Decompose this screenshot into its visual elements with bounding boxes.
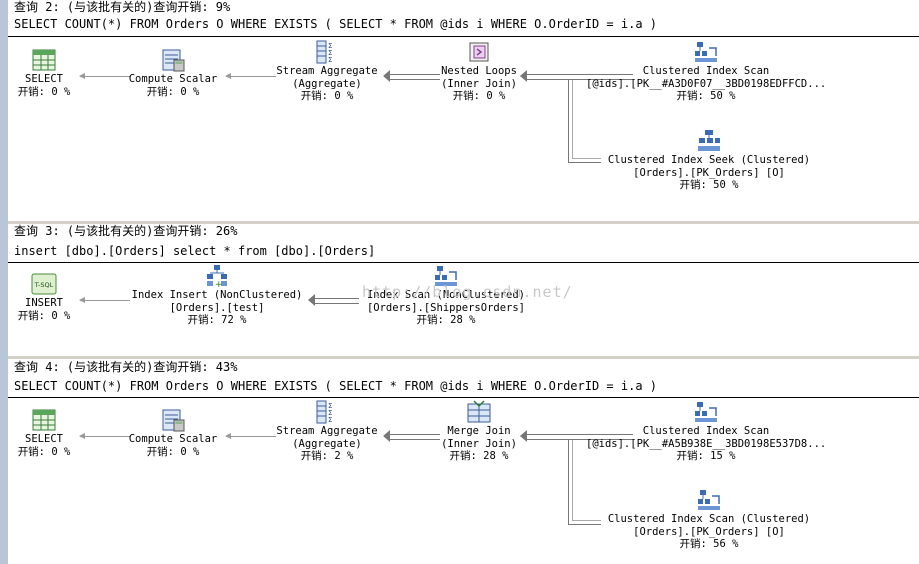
node-insert[interactable]: T-SQL INSERT 开销: 0 % — [12, 272, 76, 322]
flow-arrow-thick — [383, 70, 440, 82]
query-title: 查询 2: (与该批有关的)查询开销: 9% — [14, 0, 231, 14]
svg-text:Σ: Σ — [328, 416, 332, 424]
flow-arrow-thick — [308, 294, 359, 306]
node-stream-aggregate[interactable]: Σ Σ Σ Stream Aggregate (Aggregate) 开销: 2… — [276, 400, 378, 462]
stream-aggregate-icon: Σ Σ Σ — [316, 40, 332, 64]
query-plan-2: 查询 2: (与该批有关的)查询开销: 9% SELECT COUNT(*) F… — [8, 0, 919, 221]
section-separator — [8, 356, 919, 359]
clustered-index-seek-icon — [698, 130, 720, 151]
node-select[interactable]: SELECT 开销: 0 % — [12, 48, 76, 98]
select-result-icon — [32, 409, 56, 431]
node-index-scan[interactable]: Index Scan (NonClustered) [Orders].[Ship… — [360, 264, 532, 327]
flow-elbow — [568, 440, 601, 525]
node-stream-aggregate[interactable]: Σ Σ Σ Stream Aggregate (Aggregate) 开销: 0… — [276, 40, 378, 102]
svg-text:T-SQL: T-SQL — [34, 281, 54, 289]
compute-scalar-icon — [162, 409, 185, 432]
node-clustered-index-scan[interactable]: Clustered Index Scan [@ids].[PK__#A5B938… — [586, 400, 826, 463]
clustered-index-scan-icon — [695, 42, 717, 62]
nested-loops-icon — [469, 42, 489, 62]
flow-elbow — [568, 80, 601, 163]
node-index-insert[interactable]: + Index Insert (NonClustered) [Orders].[… — [124, 264, 310, 327]
flow-arrow-thick — [520, 70, 633, 82]
compute-scalar-icon — [162, 49, 185, 72]
flow-elbow-inner — [572, 440, 601, 521]
query-plan-4: 查询 4: (与该批有关的)查询开销: 43% SELECT COUNT(*) … — [8, 360, 919, 564]
divider — [8, 397, 919, 398]
svg-text:Σ: Σ — [328, 56, 332, 64]
index-insert-icon: + — [207, 265, 227, 288]
node-merge-join[interactable]: Merge Join (Inner Join) 开销: 28 % — [434, 400, 524, 463]
query-title: 查询 4: (与该批有关的)查询开销: 43% — [14, 360, 238, 374]
query-sql: SELECT COUNT(*) FROM Orders O WHERE EXIS… — [14, 379, 657, 393]
svg-text:Σ: Σ — [328, 49, 332, 57]
svg-text:Σ: Σ — [328, 409, 332, 417]
flow-arrow-thick — [520, 430, 633, 442]
watermark: http://blog.csdn.net/ — [362, 283, 573, 301]
svg-text:+: + — [215, 280, 223, 288]
section-separator — [8, 221, 919, 224]
flow-arrow — [79, 433, 130, 439]
clustered-index-scan-icon — [698, 490, 720, 510]
stream-aggregate-icon: Σ Σ Σ — [316, 400, 332, 424]
flow-arrow-thick — [383, 430, 440, 442]
node-clustered-index-seek[interactable]: Clustered Index Seek (Clustered) [Orders… — [598, 129, 820, 192]
divider — [8, 262, 919, 263]
node-compute-scalar[interactable]: Compute Scalar 开销: 0 % — [123, 48, 223, 98]
node-clustered-index-scan-orders[interactable]: Clustered Index Scan (Clustered) [Orders… — [598, 488, 820, 551]
node-select[interactable]: SELECT 开销: 0 % — [12, 408, 76, 458]
merge-join-icon — [467, 400, 491, 423]
query-sql: insert [dbo].[Orders] select * from [dbo… — [14, 244, 376, 258]
flow-elbow-inner — [572, 80, 601, 159]
select-result-icon — [32, 49, 56, 71]
index-scan-icon — [435, 266, 457, 286]
node-compute-scalar[interactable]: Compute Scalar 开销: 0 % — [123, 408, 223, 458]
clustered-index-scan-icon — [695, 402, 717, 422]
flow-arrow — [225, 433, 276, 439]
flow-arrow — [79, 73, 130, 79]
query-title: 查询 3: (与该批有关的)查询开销: 26% — [14, 224, 238, 238]
query-plan-3: 查询 3: (与该批有关的)查询开销: 26% insert [dbo].[Or… — [8, 224, 919, 356]
tsql-icon: T-SQL — [31, 273, 57, 295]
svg-text:Σ: Σ — [328, 42, 332, 50]
left-margin-bar — [0, 0, 8, 564]
flow-arrow — [79, 297, 130, 303]
node-clustered-index-scan[interactable]: Clustered Index Scan [@ids].[PK__#A3D0F0… — [586, 40, 826, 103]
flow-arrow — [225, 73, 276, 79]
node-nested-loops[interactable]: Nested Loops (Inner Join) 开销: 0 % — [434, 40, 524, 103]
svg-text:Σ: Σ — [328, 402, 332, 410]
divider — [8, 36, 919, 37]
query-sql: SELECT COUNT(*) FROM Orders O WHERE EXIS… — [14, 17, 657, 31]
